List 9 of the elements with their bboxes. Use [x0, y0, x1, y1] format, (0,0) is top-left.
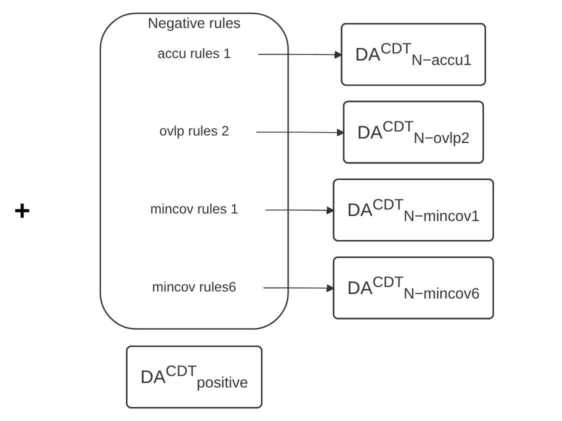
- node-text: accu rules 1: [158, 46, 232, 62]
- arrow: [258, 50, 343, 59]
- arrow: [256, 128, 345, 137]
- node-text: ovlp rules 2: [160, 124, 230, 140]
- node-text: mincov rules6: [152, 279, 237, 295]
- arrow: [263, 284, 335, 292]
- plus-sign: +: [14, 194, 30, 226]
- node-text: mincov rules 1: [150, 202, 239, 218]
- arrow: [265, 206, 335, 214]
